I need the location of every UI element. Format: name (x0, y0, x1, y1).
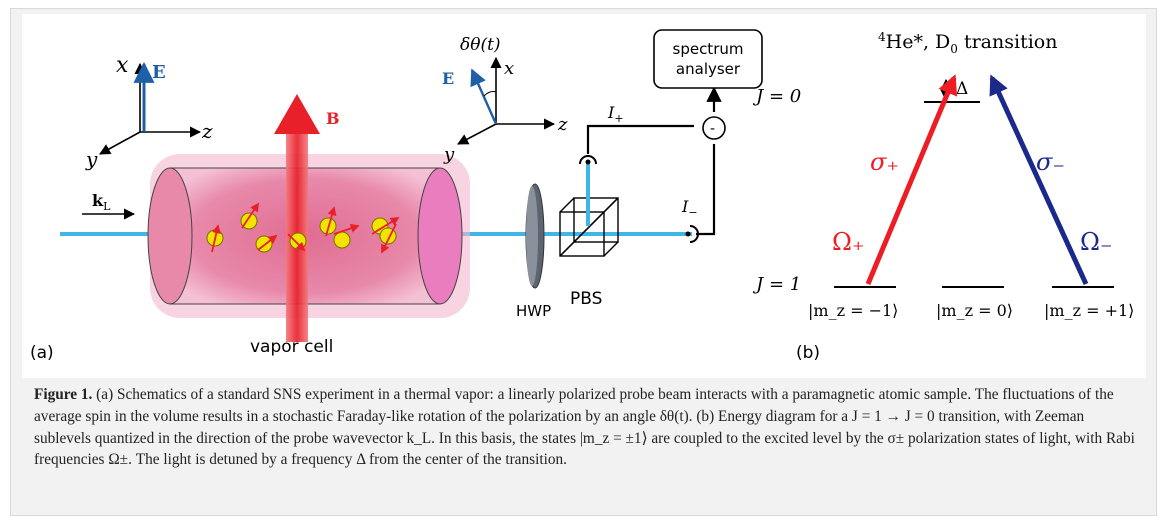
subtract-symbol: - (710, 121, 715, 137)
panel-b-title: 4He*, D0 transition (878, 30, 1057, 56)
level-label-minus1: |m_z = −1⟩ (808, 301, 898, 320)
vapor-cell-label: vapor cell (250, 337, 333, 357)
right-axes: δθ(t) x E z y (442, 35, 568, 165)
right-axis-z: z (557, 114, 568, 135)
omega-plus-label: Ω₊ (832, 228, 865, 256)
sigma-minus-arrow (989, 74, 1089, 286)
atom (287, 232, 307, 252)
caption-label: Figure 1. (34, 386, 93, 403)
i-plus-sub: + (614, 112, 623, 125)
svg-text:I−: I− (681, 197, 698, 219)
sigma-plus-label: σ₊ (870, 148, 899, 176)
angle-label: δθ(t) (460, 35, 501, 55)
figure-diagram: x E z y kL B vapor cell (a) (30, 29, 1134, 363)
level-label-plus1: |m_z = +1⟩ (1044, 301, 1134, 320)
figure-area: x E z y kL B vapor cell (a) (22, 14, 1146, 378)
spectrum-analyser: spectrum analyser (653, 29, 763, 89)
i-minus-label: I (681, 197, 689, 216)
atom (333, 224, 360, 249)
vapor-cell (147, 154, 470, 318)
subtractor: - (702, 116, 726, 140)
left-axis-y: y (85, 147, 98, 171)
j0-label: J = 0 (752, 86, 801, 107)
k-sub: L (103, 200, 111, 213)
right-axis-x: x (504, 58, 514, 79)
polarizing-beam-splitter (559, 197, 619, 257)
j1-label: J = 1 (752, 274, 801, 295)
svg-text:I+: I+ (607, 103, 624, 125)
atoms (206, 202, 400, 254)
i-minus-sub: − (688, 206, 697, 219)
omega-minus-label: Ω₋ (1080, 228, 1113, 256)
atom (240, 202, 259, 230)
right-field-e: E (442, 69, 454, 88)
signal-wiring (586, 86, 722, 236)
k-vector: kL (82, 191, 136, 220)
pbs-label: PBS (570, 289, 602, 309)
b-label: B (326, 109, 340, 128)
left-axis-z: z (201, 119, 213, 143)
sigma-minus-label: σ₋ (1036, 148, 1065, 176)
half-wave-plate: HWP (516, 183, 551, 320)
title-subscript: 0 (950, 42, 958, 56)
detector-plus (579, 155, 597, 165)
right-axis-y: y (443, 144, 455, 165)
atom (206, 224, 224, 253)
hwp-label: HWP (516, 302, 551, 320)
analyser-line2: analyser (676, 60, 741, 78)
title-rest: transition (958, 31, 1058, 53)
left-axes: x E z y (85, 53, 213, 171)
panel-b-tag: (b) (796, 343, 820, 363)
analyser-line1: spectrum (673, 40, 744, 58)
title-superscript: 4 (878, 30, 886, 44)
i-plus-label: I (607, 103, 615, 122)
k-label: k (92, 191, 104, 210)
level-label-0: |m_z = 0⟩ (936, 301, 1013, 320)
sigma-plus-arrow (865, 74, 958, 285)
caption-text: (a) Schematics of a standard SNS experim… (34, 386, 1135, 469)
left-field-e: E (152, 62, 166, 83)
delta-label: Δ (956, 79, 968, 99)
left-axis-x: x (116, 53, 129, 78)
atom (255, 234, 278, 253)
figure-caption: Figure 1. (a) Schematics of a standard S… (34, 384, 1138, 471)
svg-text:kL: kL (92, 191, 111, 213)
atom (379, 223, 397, 254)
panel-a-tag: (a) (30, 343, 54, 363)
atom (319, 206, 337, 237)
title-main: He*, D (886, 31, 951, 53)
